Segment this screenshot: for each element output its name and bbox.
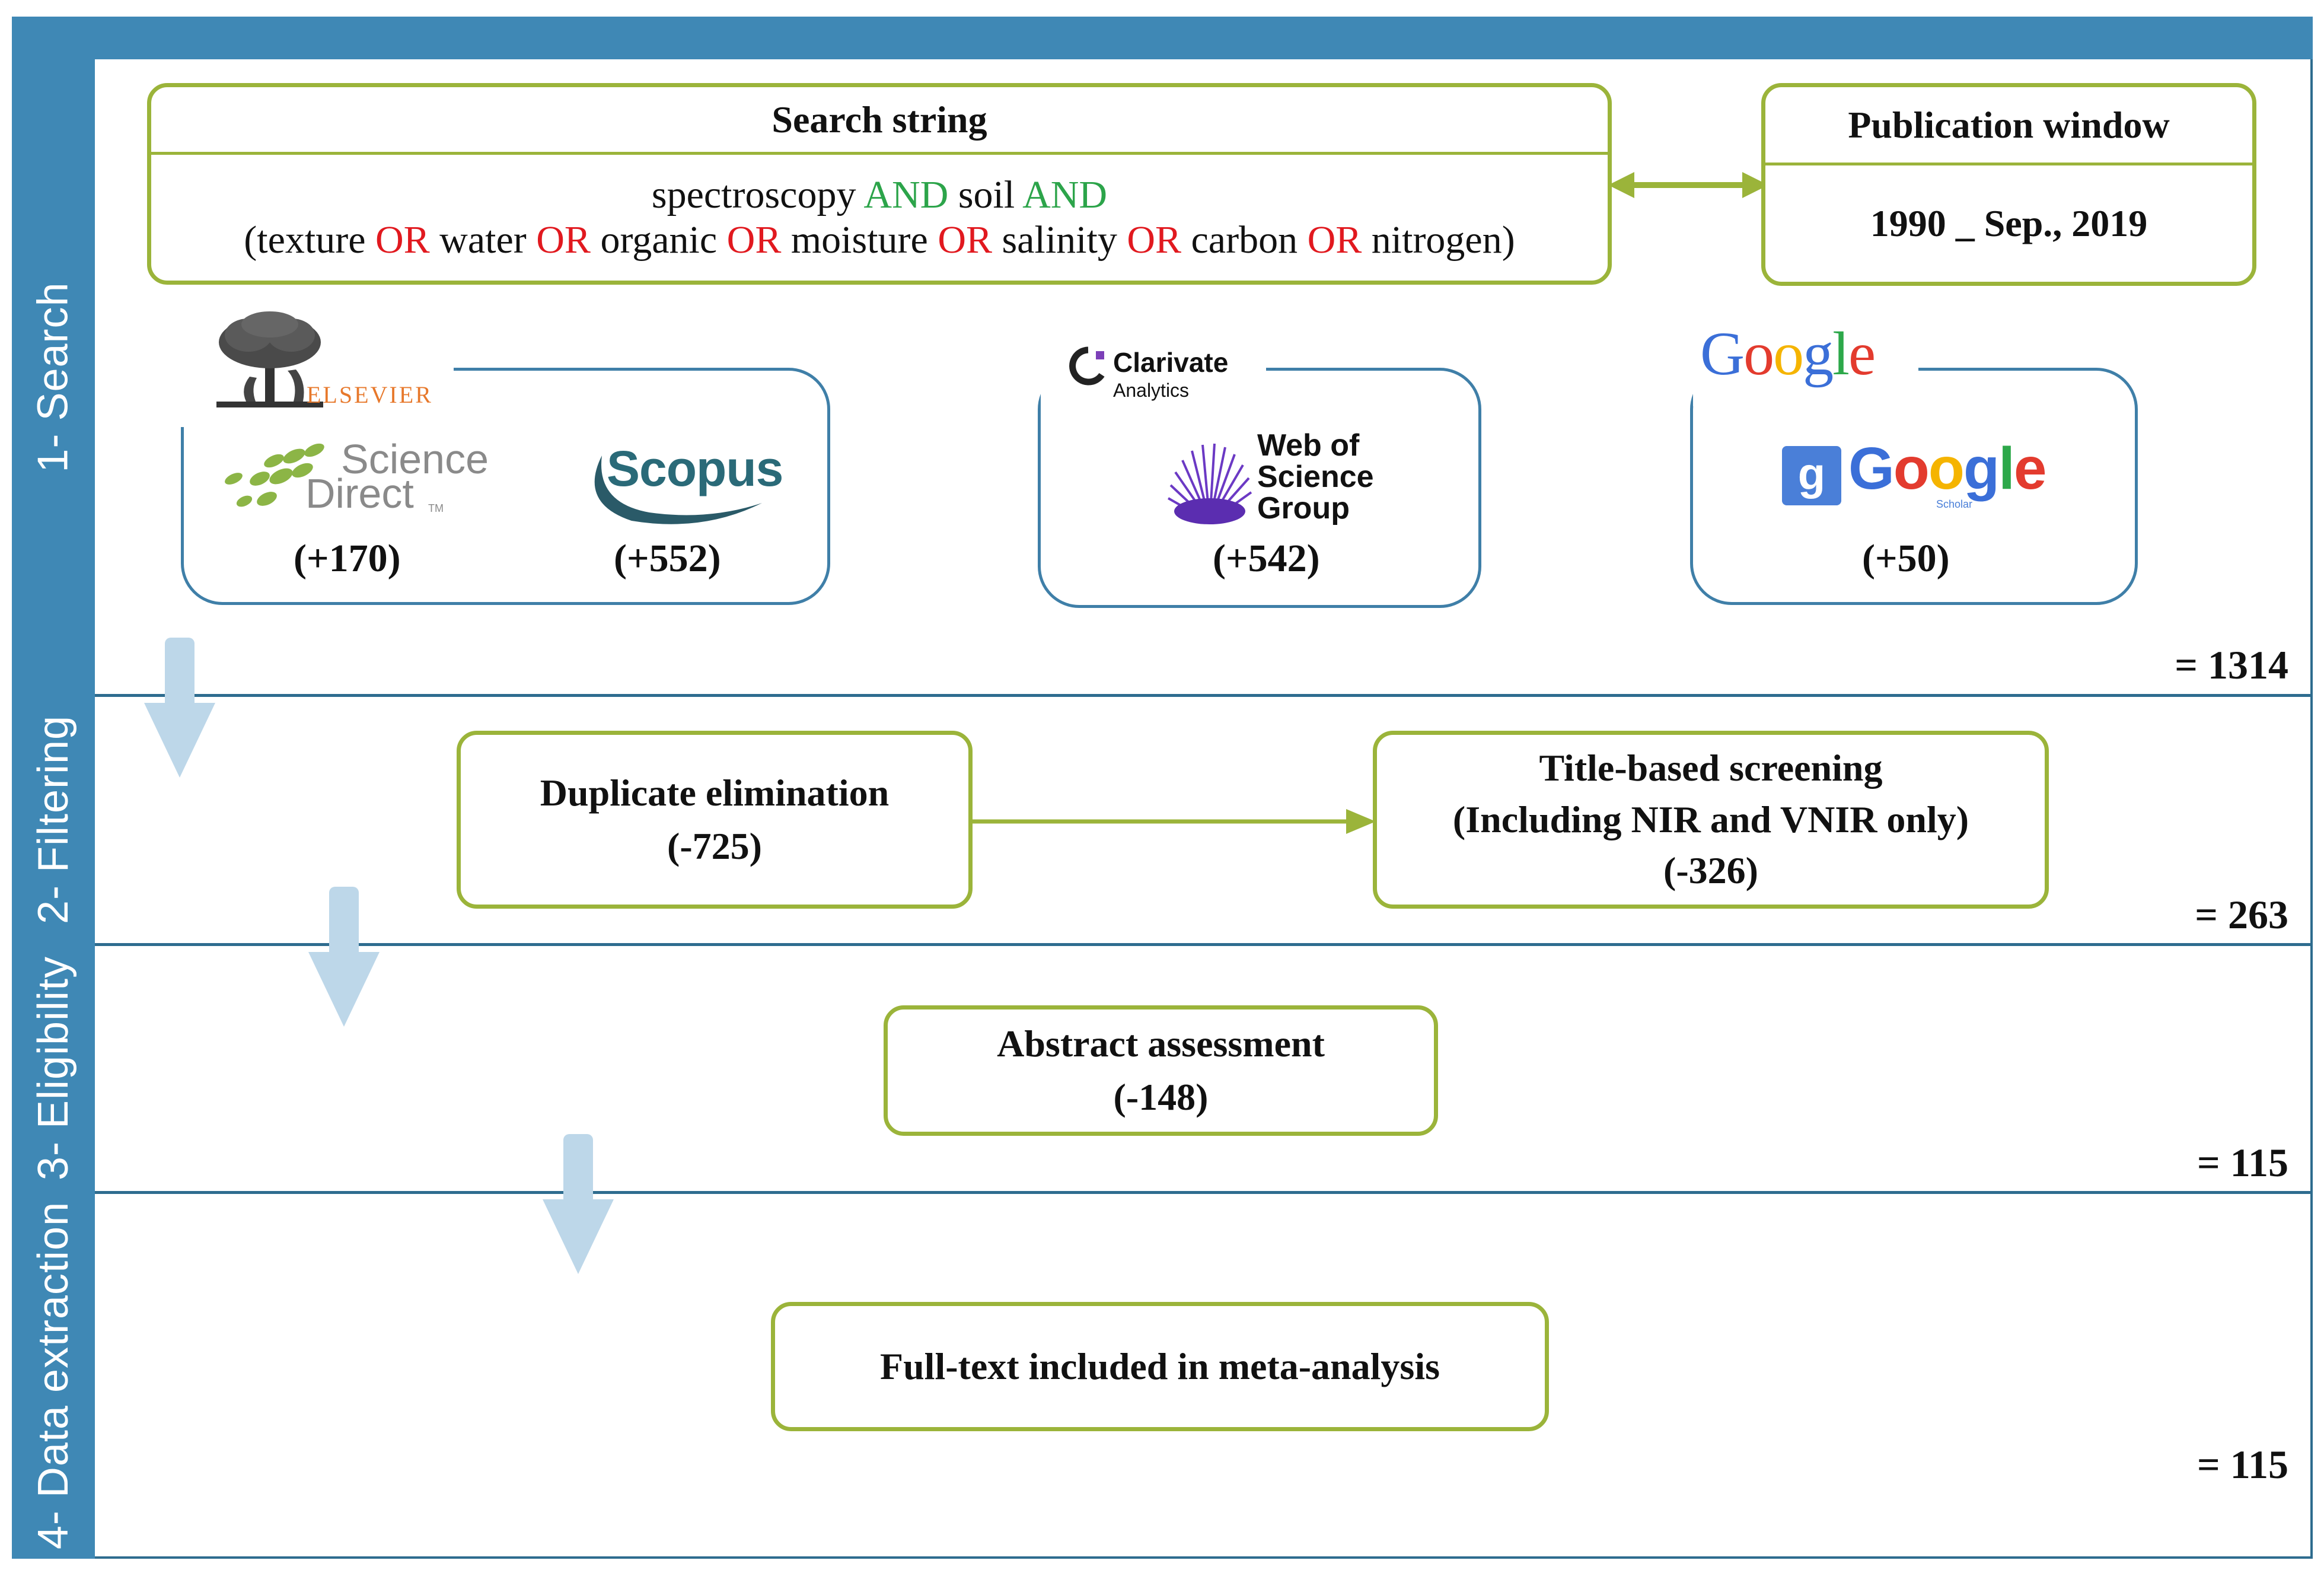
full-text-title: Full-text included in meta-analysis (879, 1345, 1440, 1388)
title-screening-title: Title-based screening (1539, 747, 1883, 789)
google-letter: G (1700, 320, 1745, 388)
query-term: carbon (1181, 218, 1308, 262)
duplicate-elimination-box: Duplicate elimination (-725) (457, 731, 973, 909)
sciencedirect-count: (+170) (294, 537, 401, 580)
clarivate-wordmark: Clarivate (1113, 347, 1229, 378)
google-logo: Google (1693, 317, 1918, 406)
stage-label-filtering: 2- Filtering (30, 715, 78, 925)
abstract-assessment-box: Abstract assessment (-148) (884, 1005, 1438, 1136)
scopus-count: (+552) (614, 537, 721, 580)
query-term: soil (948, 173, 1023, 217)
clarivate-logo: Clarivate Analytics (1041, 332, 1266, 412)
duplicate-elimination-count: (-725) (667, 825, 762, 867)
query-operator-or: OR (726, 218, 782, 262)
google-letter: e (1848, 320, 1876, 388)
google-scholar-wordmark: Google (1848, 439, 2046, 498)
sciencedirect-word-2: Direct (305, 470, 414, 517)
web-of-science-wordmark: Web of Science Group (1257, 428, 1374, 526)
query-term: water (429, 218, 537, 262)
search-string-box: Search string spectroscopy AND soil AND … (147, 83, 1612, 285)
sciencedirect-word-1: Science (341, 436, 489, 482)
query-term: spectroscopy (651, 173, 864, 217)
google-letter: o (1928, 435, 1965, 502)
google-letter: g (1803, 320, 1834, 388)
double-arrow-connector (1608, 172, 1768, 198)
query-operator-or: OR (1307, 218, 1362, 262)
google-wordmark: Google (1700, 320, 1876, 388)
google-letter: o (1743, 320, 1774, 388)
stage-divider (95, 1191, 2313, 1194)
google-letter: G (1848, 435, 1895, 502)
google-letter: l (1998, 435, 2015, 502)
search-total: = 1314 (2175, 642, 2288, 687)
query-operator-or: OR (375, 218, 430, 262)
abstract-assessment-title: Abstract assessment (997, 1023, 1325, 1065)
flow-down-arrow (308, 887, 380, 1027)
elsevier-database-group (181, 368, 830, 605)
query-operator-and: AND (1022, 173, 1108, 217)
extraction-total: = 115 (2197, 1442, 2288, 1487)
abstract-assessment-count: (-148) (1113, 1076, 1209, 1118)
elsevier-wordmark: ELSEVIER (307, 381, 433, 408)
sciencedirect-logo: Science Direct TM (219, 436, 504, 519)
query-term: moisture (781, 218, 938, 262)
google-letter: g (1963, 435, 2000, 502)
stage-divider (95, 694, 2313, 697)
eligibility-total: = 115 (2197, 1140, 2288, 1185)
search-string-title: Search string (151, 87, 1608, 155)
stage-divider (95, 943, 2313, 946)
scopus-wordmark: Scopus (607, 441, 783, 496)
stage-label-search: 1- Search (30, 282, 77, 473)
query-operator-or: OR (1127, 218, 1182, 262)
google-scholar-count: (+50) (1862, 537, 1950, 580)
search-query-line: spectroscopy AND soil AND (652, 173, 1107, 218)
query-term: salinity (992, 218, 1127, 262)
elsevier-logo: ELSEVIER (181, 308, 454, 427)
query-operator-or: OR (536, 218, 591, 262)
search-query-line: (texture OR water OR organic OR moisture… (244, 218, 1515, 263)
sciencedirect-trademark: TM (428, 502, 444, 514)
title-screening-count: (-326) (1663, 849, 1758, 892)
query-operator-and: AND (863, 173, 949, 217)
scopus-logo: Scopus (584, 432, 783, 533)
google-scholar-logo: g Google Scholar (1782, 439, 2061, 516)
google-scholar-subtitle: Scholar (1936, 498, 1973, 510)
sciencedirect-dots-icon (225, 443, 324, 507)
stage-label-eligibility: 3- Eligibility (30, 956, 77, 1181)
flow-down-arrow (144, 638, 215, 778)
elsevier-tree-icon (216, 311, 323, 407)
publication-window-box: Publication window 1990 _ Sep., 2019 (1761, 83, 2256, 286)
query-term: nitrogen) (1362, 218, 1515, 262)
google-letter: l (1832, 320, 1850, 388)
google-scholar-badge-icon: g (1782, 446, 1841, 505)
web-of-science-shell-icon (1168, 443, 1252, 524)
google-letter: e (2013, 435, 2047, 502)
search-query: spectroscopy AND soil AND (texture OR wa… (244, 155, 1515, 281)
web-of-science-logo: Web of Science Group (1162, 428, 1417, 534)
header-band (12, 17, 2313, 59)
duplicate-elimination-title: Duplicate elimination (540, 772, 890, 814)
stage-sidebar: 1- Search 2- Filtering 3- Eligibility 4-… (12, 59, 95, 1559)
connector-arrow (973, 809, 1376, 834)
publication-window-value: 1990 _ Sep., 2019 (1870, 202, 2148, 245)
full-text-box: Full-text included in meta-analysis (771, 1302, 1549, 1431)
title-screening-criteria: (Including NIR and VNIR only) (1452, 798, 1969, 840)
title-screening-box: Title-based screening (Including NIR and… (1373, 731, 2049, 909)
filtering-total: = 263 (2195, 892, 2288, 937)
google-letter: o (1773, 320, 1804, 388)
clarivate-mark-icon (1069, 346, 1105, 386)
query-term: (texture (244, 218, 375, 262)
stage-label-data-extraction: 4- Data extraction (30, 1201, 78, 1550)
clarivate-subtitle: Analytics (1113, 380, 1190, 401)
flow-down-arrow (543, 1134, 614, 1274)
query-term: organic (590, 218, 727, 262)
web-of-science-count: (+542) (1213, 537, 1320, 580)
query-operator-or: OR (938, 218, 992, 262)
publication-window-title: Publication window (1765, 87, 2252, 165)
google-letter: o (1893, 435, 1930, 502)
